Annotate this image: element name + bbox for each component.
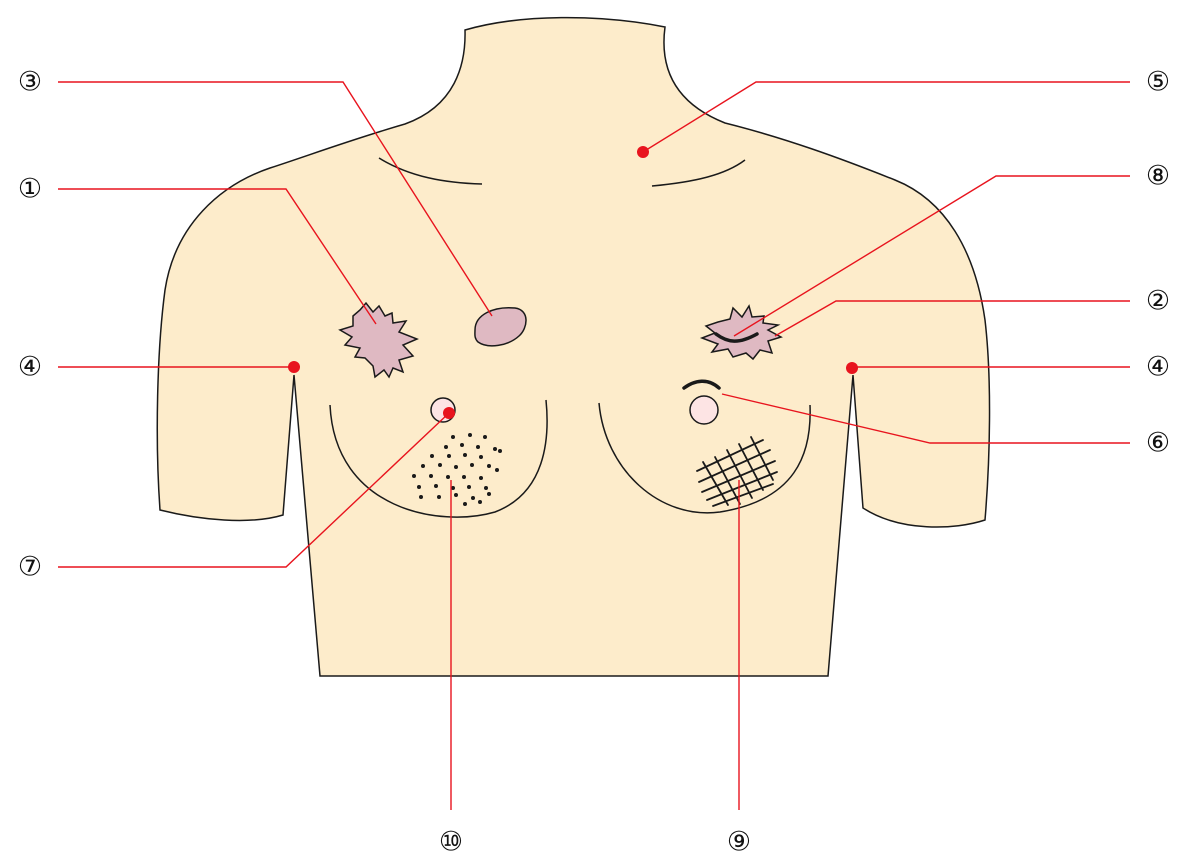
stipple-dot xyxy=(493,447,497,451)
callout-label-4-right: ④ xyxy=(18,352,42,383)
stipple-dot xyxy=(447,454,451,458)
callout-label-10: ⑩ xyxy=(439,827,463,858)
stipple-dot xyxy=(468,433,472,437)
stipple-dot xyxy=(444,445,448,449)
callout-label-2: ② xyxy=(1146,286,1170,317)
stipple-dot xyxy=(467,485,471,489)
stipple-dot xyxy=(476,445,480,449)
stipple-dot xyxy=(478,500,482,504)
stipple-dot xyxy=(498,449,502,453)
callout-label-5: ⑤ xyxy=(1146,67,1170,98)
stipple-dot xyxy=(437,495,441,499)
stipple-dot xyxy=(462,475,466,479)
callout-label-6: ⑥ xyxy=(1146,428,1170,459)
stipple-dot xyxy=(417,485,421,489)
stipple-dot xyxy=(471,496,475,500)
stipple-dot xyxy=(434,484,438,488)
stipple-dot xyxy=(446,475,450,479)
callout-label-9: ⑨ xyxy=(727,827,751,858)
stipple-dot xyxy=(421,464,425,468)
left-nipple xyxy=(690,396,718,424)
callout-label-7: ⑦ xyxy=(18,552,42,583)
callout-label-1: ① xyxy=(18,174,42,205)
stipple-dot xyxy=(479,476,483,480)
callout-label-8: ⑧ xyxy=(1146,161,1170,192)
stipple-dot xyxy=(463,502,467,506)
stipple-dot xyxy=(460,443,464,447)
marker-5 xyxy=(637,146,649,158)
stipple-dot xyxy=(483,435,487,439)
stipple-dot xyxy=(487,492,491,496)
stipple-dot xyxy=(454,465,458,469)
stipple-dot xyxy=(470,463,474,467)
callout-label-4-left: ④ xyxy=(1146,352,1170,383)
marker-7 xyxy=(443,407,455,419)
stipple-dot xyxy=(484,486,488,490)
stipple-dot xyxy=(454,493,458,497)
stipple-dot xyxy=(479,455,483,459)
stipple-dot xyxy=(487,464,491,468)
stipple-dot xyxy=(451,435,455,439)
marker-4-right xyxy=(288,361,300,373)
stipple-dot xyxy=(419,495,423,499)
stipple-dot xyxy=(495,468,499,472)
stipple-dot xyxy=(438,463,442,467)
marker-4-left xyxy=(846,362,858,374)
stipple-dot xyxy=(412,474,416,478)
callout-label-3: ③ xyxy=(18,67,42,98)
stipple-dot xyxy=(463,453,467,457)
stipple-dot xyxy=(429,474,433,478)
stipple-dot xyxy=(430,454,434,458)
torso-outline xyxy=(157,18,989,676)
